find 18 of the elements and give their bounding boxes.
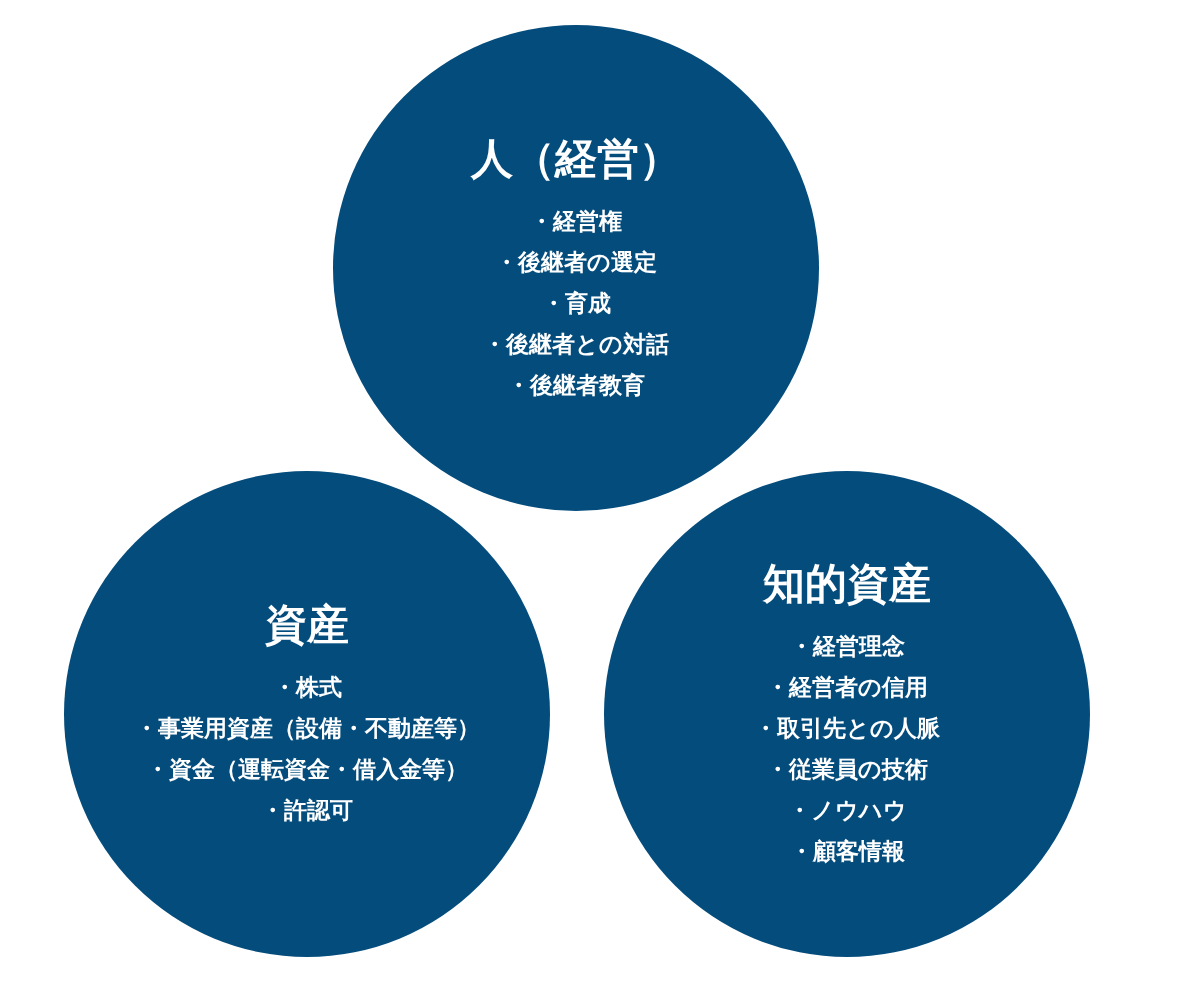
list-item: ・許認可	[261, 796, 353, 825]
circle-heading: 資産	[265, 599, 349, 651]
list-item: ・後継者の選定	[495, 247, 657, 277]
list-item: ・後継者との対話	[483, 329, 669, 359]
list-item: ・育成	[541, 288, 611, 318]
circle-heading: 知的資産	[763, 558, 931, 610]
list-item: ・資金（運転資金・借入金等）	[146, 755, 468, 784]
list-item: ・経営者の信用	[766, 673, 928, 702]
list-item: ・株式	[272, 673, 342, 702]
list-item: ・ノウハウ	[787, 796, 907, 825]
list-item: ・取引先との人脈	[754, 714, 940, 743]
list-item: ・従業員の技術	[766, 755, 928, 784]
list-item: ・後継者教育	[507, 370, 645, 400]
list-item: ・顧客情報	[789, 837, 905, 866]
list-item: ・経営理念	[789, 632, 905, 661]
circle-heading: 人（経営）	[471, 132, 681, 185]
list-item: ・経営権	[530, 206, 622, 236]
list-item: ・事業用資産（設備・不動産等）	[134, 714, 480, 743]
